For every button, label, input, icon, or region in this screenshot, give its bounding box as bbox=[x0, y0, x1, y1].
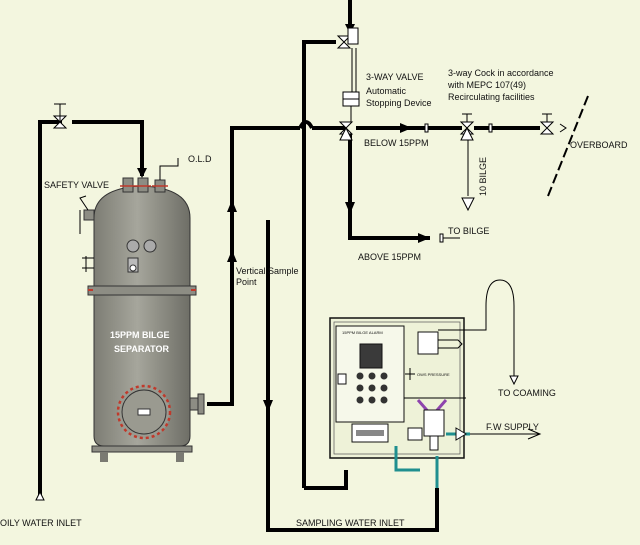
ten-bilge-label: 10 BILGE bbox=[478, 157, 488, 196]
cock-label-line2: with MEPC 107(49) bbox=[447, 80, 526, 90]
three-way-cock[interactable] bbox=[459, 113, 475, 141]
separator-label-line2: SEPARATOR bbox=[114, 344, 170, 354]
hull-line bbox=[547, 95, 589, 197]
oily-water-inlet-pipe bbox=[35, 120, 144, 501]
oily-water-inlet-label: OILY WATER INLET bbox=[0, 518, 82, 528]
separator-vessel bbox=[87, 185, 197, 462]
overboard-label: OVERBOARD bbox=[570, 140, 628, 150]
automatic-label: Automatic bbox=[366, 86, 407, 96]
stopping-device-label: Stopping Device bbox=[366, 98, 432, 108]
inlet-pipe-arrow bbox=[137, 168, 147, 178]
fw-supply-label: F.W SUPPLY bbox=[486, 422, 539, 432]
above-15ppm-pipe bbox=[345, 134, 460, 243]
sample-cell[interactable] bbox=[416, 399, 448, 451]
sight-glasses bbox=[126, 239, 157, 273]
old-label: O.L.D bbox=[188, 154, 212, 164]
tank-label: OWS PRESSURE bbox=[417, 372, 450, 377]
drain-cock[interactable] bbox=[82, 256, 94, 272]
to-bilge-label: TO BILGE bbox=[448, 226, 489, 236]
keypad[interactable] bbox=[356, 372, 388, 404]
separator-outlet-pipe bbox=[207, 120, 346, 406]
separator-label-line1: 15PPM BILGE bbox=[110, 330, 170, 340]
below-15ppm-pipe bbox=[356, 123, 540, 133]
coaming-line bbox=[438, 279, 519, 386]
stopping-device[interactable] bbox=[342, 91, 360, 122]
alarm-sensor-block bbox=[404, 331, 466, 399]
sampling-water-inlet-label: SAMPLING WATER INLET bbox=[296, 518, 405, 528]
inlet-valve[interactable] bbox=[52, 103, 68, 129]
separator-top-nozzles bbox=[120, 158, 179, 193]
safety-valve-label: SAFETY VALVE bbox=[44, 180, 109, 190]
cock-label-line1: 3-way Cock in accordance bbox=[448, 68, 554, 78]
manhole-cover bbox=[116, 384, 172, 440]
fw-supply-pipe bbox=[394, 427, 542, 488]
cock-label-line3: Recirculating facilities bbox=[448, 92, 535, 102]
to-coaming-label: TO COAMING bbox=[498, 388, 556, 398]
separator-outlet-flange bbox=[189, 393, 205, 415]
top-valve[interactable] bbox=[336, 27, 359, 92]
safety-valve[interactable] bbox=[79, 195, 95, 234]
ten-bilge-pipe bbox=[461, 134, 475, 212]
three-way-valve[interactable] bbox=[338, 121, 354, 141]
alarm-title-label: 15PPM BILGE ALARM bbox=[342, 330, 383, 335]
alarm-return-pipe bbox=[304, 470, 348, 490]
above-15ppm-label: ABOVE 15PPM bbox=[358, 252, 421, 262]
point-label: Point bbox=[236, 277, 257, 287]
below-15ppm-label: BELOW 15PPM bbox=[364, 138, 429, 148]
overboard-valve[interactable] bbox=[539, 113, 567, 135]
vertical-sample-label: Vertical Sample bbox=[236, 266, 299, 276]
sample-line bbox=[263, 220, 439, 532]
three-way-valve-label: 3-WAY VALVE bbox=[366, 72, 424, 82]
alarm-unit[interactable] bbox=[335, 325, 405, 443]
